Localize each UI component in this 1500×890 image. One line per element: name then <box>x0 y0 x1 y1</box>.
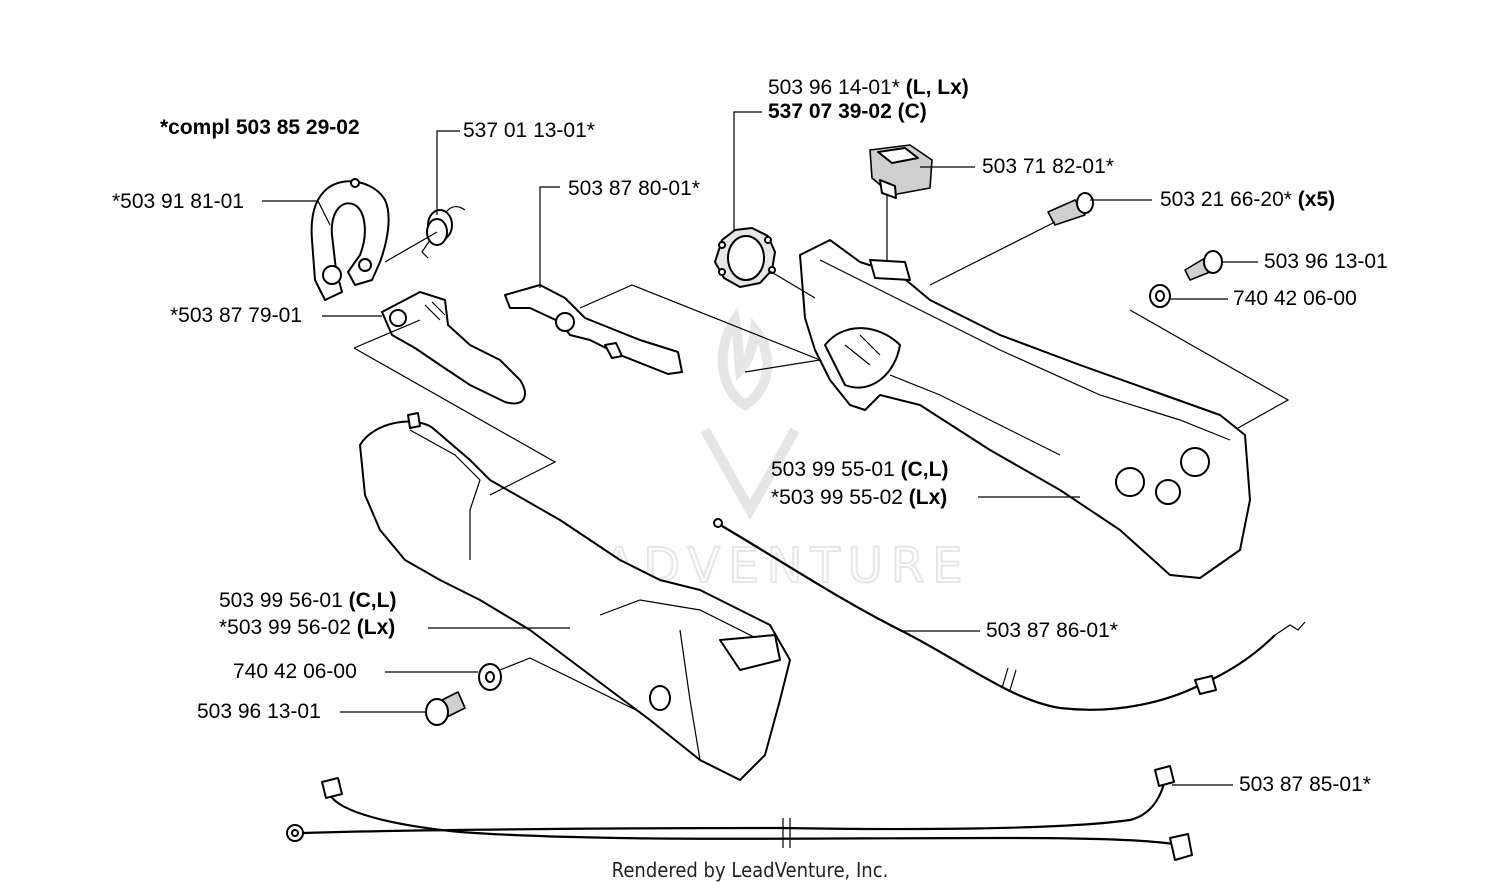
label-503-87-80-01: 503 87 80-01* <box>568 177 700 200</box>
bracket-part <box>310 178 390 301</box>
upper-handle-housing-part <box>799 239 1251 579</box>
label-part-number: *503 99 55-02 <box>771 486 903 509</box>
watermark-logo <box>700 307 800 521</box>
label-variant: (C,L) <box>348 589 397 612</box>
label-740-42-06-00-bottom: 740 42 06-00 <box>233 660 357 683</box>
label-503-96-13-01-bottom: 503 96 13-01 <box>197 700 321 723</box>
label-503-87-86-01: 503 87 86-01* <box>986 619 1118 642</box>
label-part-number: 503 21 66-20* <box>1160 188 1292 211</box>
label-503-96-14-01: 503 96 14-01* (L, Lx) <box>768 76 969 100</box>
label-quantity: (x5) <box>1297 188 1336 211</box>
label-537-07-39-02: 537 07 39-02 (C) <box>768 100 927 123</box>
lower-handle-grip-part <box>359 412 791 781</box>
leader-lines <box>262 111 1290 786</box>
lever-part <box>504 284 683 375</box>
label-variant: (C,L) <box>900 458 949 481</box>
screw-part-top <box>1047 192 1094 226</box>
washer-part-bottom <box>478 663 502 691</box>
label-503-87-85-01: 503 87 85-01* <box>1239 773 1371 796</box>
label-537-01-13-01: 537 01 13-01* <box>463 119 595 142</box>
footer-credit: Rendered by LeadVenture, Inc. <box>611 858 889 882</box>
throttle-cable-part <box>713 518 1306 711</box>
label-variant: (Lx) <box>908 486 948 509</box>
label-503-99-55-02: *503 99 55-02 (Lx) <box>771 486 947 510</box>
throttle-trigger-part <box>381 291 526 405</box>
label-compl-kit: *compl 503 85 29-02 <box>160 116 360 139</box>
switch-part <box>869 144 933 199</box>
washer-part-top <box>1149 284 1171 308</box>
label-503-21-66-20: 503 21 66-20* (x5) <box>1160 188 1335 212</box>
label-503-99-56-02: *503 99 56-02 (Lx) <box>219 616 395 640</box>
label-503-87-79-01: *503 87 79-01 <box>170 304 302 327</box>
label-503-96-13-01-top: 503 96 13-01 <box>1264 250 1388 273</box>
wire-harness-part <box>286 765 1193 861</box>
label-variant: (Lx) <box>356 616 396 639</box>
label-503-99-55-01: 503 99 55-01 (C,L) <box>771 458 948 482</box>
label-part-number: 503 99 56-01 <box>219 589 343 612</box>
label-variant: (L, Lx) <box>905 76 969 99</box>
label-740-42-06-00-top: 740 42 06-00 <box>1233 287 1357 310</box>
screw-part-bottom <box>425 691 466 726</box>
label-503-99-56-01: 503 99 56-01 (C,L) <box>219 589 396 613</box>
label-part-number: *503 99 56-02 <box>219 616 351 639</box>
label-503-71-82-01: 503 71 82-01* <box>982 155 1114 178</box>
star-nut-part <box>714 227 776 288</box>
label-503-91-81-01: *503 91 81-01 <box>112 190 244 213</box>
label-part-number: 503 96 14-01* <box>768 76 900 99</box>
label-part-number: 503 99 55-01 <box>771 458 895 481</box>
spring-part <box>421 205 466 259</box>
screw-part-right <box>1184 250 1223 281</box>
